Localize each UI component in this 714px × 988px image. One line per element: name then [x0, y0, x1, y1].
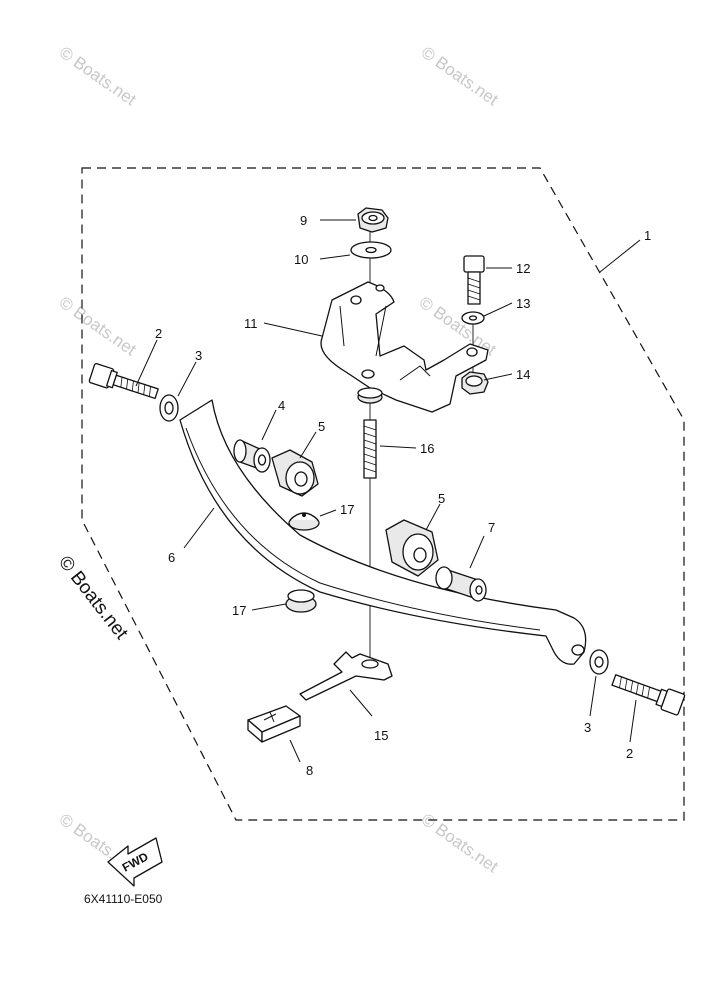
watermark-top-right: © Boats.net	[418, 43, 502, 110]
callout-17-lower: 17	[232, 603, 246, 618]
callout-14: 14	[516, 367, 530, 382]
callout-9: 9	[300, 213, 307, 228]
upper-bracket	[320, 281, 489, 413]
nut-lower	[385, 519, 439, 577]
callout-7: 7	[488, 520, 495, 535]
bracket-arm	[179, 399, 587, 665]
nut-small	[461, 371, 489, 395]
callout-1: 1	[644, 228, 651, 243]
bolt-right	[611, 674, 686, 716]
callout-15: 15	[374, 728, 388, 743]
callout-11: 11	[244, 316, 258, 331]
bolt-small	[463, 255, 485, 305]
grommet-lower	[285, 589, 317, 613]
watermark-mid-left: © Boats.net	[56, 293, 140, 360]
watermark-large: © Boats.net	[54, 552, 132, 644]
washer-left	[159, 394, 179, 422]
callout-5-upper: 5	[318, 419, 325, 434]
bolt-left	[88, 362, 159, 400]
callout-6: 6	[168, 550, 175, 565]
nut-top	[357, 207, 389, 233]
callout-4: 4	[278, 398, 285, 413]
callout-numbers: 1 2 3 4 5 6 5 7 8 9 10 11 12 13 14 15 16…	[155, 213, 651, 778]
callout-5-lower: 5	[438, 491, 445, 506]
nut-upper	[271, 449, 319, 497]
callout-3-left: 3	[195, 348, 202, 363]
stud-bolt	[363, 419, 377, 479]
callout-16: 16	[420, 441, 434, 456]
assembly-frame	[81, 167, 685, 821]
bracket-spacer	[357, 387, 383, 404]
anode-block	[247, 705, 301, 743]
washer-right	[589, 649, 609, 675]
callout-8: 8	[306, 763, 313, 778]
callout-17-upper: 17	[340, 502, 354, 517]
callout-10: 10	[294, 252, 308, 267]
fwd-arrow-icon: FWD	[107, 837, 163, 887]
callout-2-right: 2	[626, 746, 633, 761]
leader-lines	[135, 219, 641, 763]
washer-small	[461, 311, 485, 325]
lock-plate	[299, 651, 393, 701]
grommet-upper	[288, 512, 320, 531]
callout-2-left: 2	[155, 326, 162, 341]
bushing-upper	[233, 439, 271, 473]
callout-12: 12	[516, 261, 530, 276]
diagram-code: 6X41110-E050	[84, 892, 163, 906]
callout-3-right: 3	[584, 720, 591, 735]
bushing-lower	[435, 566, 487, 602]
watermark-top-left: © Boats.net	[56, 43, 140, 110]
callout-13: 13	[516, 296, 530, 311]
washer-top	[350, 241, 392, 259]
